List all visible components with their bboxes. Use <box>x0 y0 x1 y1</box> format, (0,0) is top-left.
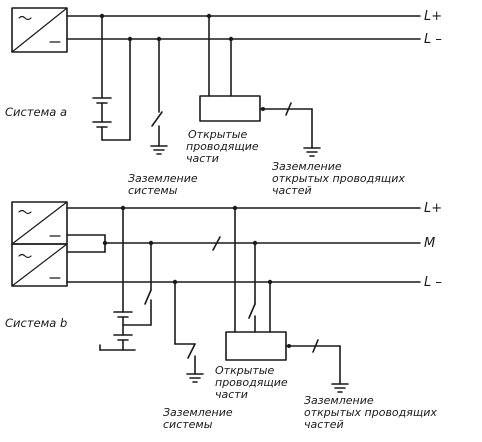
system-b-load <box>225 205 349 393</box>
system-b-exposed-parts-line1: Открытые <box>215 364 274 377</box>
system-b-mid-connector <box>66 234 108 253</box>
system-a-exposed-parts-line3: части <box>186 152 219 165</box>
system-a-parts-earth-line3: частей <box>272 184 312 197</box>
system-a-parts-earth-line1: Заземление <box>272 160 342 173</box>
system-a-battery <box>92 13 133 141</box>
system-a-source <box>11 7 68 53</box>
system-b-mid-switch <box>212 236 221 251</box>
system-b-parts-earth-line3: частей <box>304 418 344 431</box>
system-b-battery <box>99 205 154 351</box>
system-a-exposed-parts-line1: Открытые <box>188 128 247 141</box>
system-a-label-minus: L – <box>424 32 442 47</box>
system-b-title: Система b <box>5 316 67 330</box>
system-b-parts-earth-line1: Заземление <box>304 394 374 407</box>
system-a: L+ L – <box>5 7 442 197</box>
system-b-exposed-parts-line2: проводящие <box>215 376 288 389</box>
system-a-system-earth-line2: системы <box>128 184 178 197</box>
system-b: L+ M L – <box>5 201 442 431</box>
system-a-exposed-parts-line2: проводящие <box>186 140 259 153</box>
system-a-label-plus: L+ <box>424 9 442 24</box>
system-b-label-mid: M <box>424 236 435 251</box>
system-a-system-earth-line1: Заземление <box>128 172 198 185</box>
system-b-label-plus: L+ <box>424 201 442 216</box>
system-b-label-minus: L – <box>424 275 442 290</box>
system-a-system-earth <box>150 36 168 155</box>
system-a-parts-earth-line2: открытых проводящих <box>272 172 405 185</box>
system-b-system-earth <box>172 279 204 383</box>
system-b-exposed-parts-line3: части <box>215 388 248 401</box>
system-b-source-top <box>11 201 68 245</box>
system-a-load <box>199 13 321 157</box>
system-b-system-earth-line2: системы <box>163 418 213 431</box>
system-b-source-bottom <box>11 243 68 287</box>
system-b-system-earth-line1: Заземление <box>163 406 233 419</box>
system-a-title: Система а <box>5 105 67 119</box>
system-b-parts-earth-line2: открытых проводящих <box>304 406 437 419</box>
